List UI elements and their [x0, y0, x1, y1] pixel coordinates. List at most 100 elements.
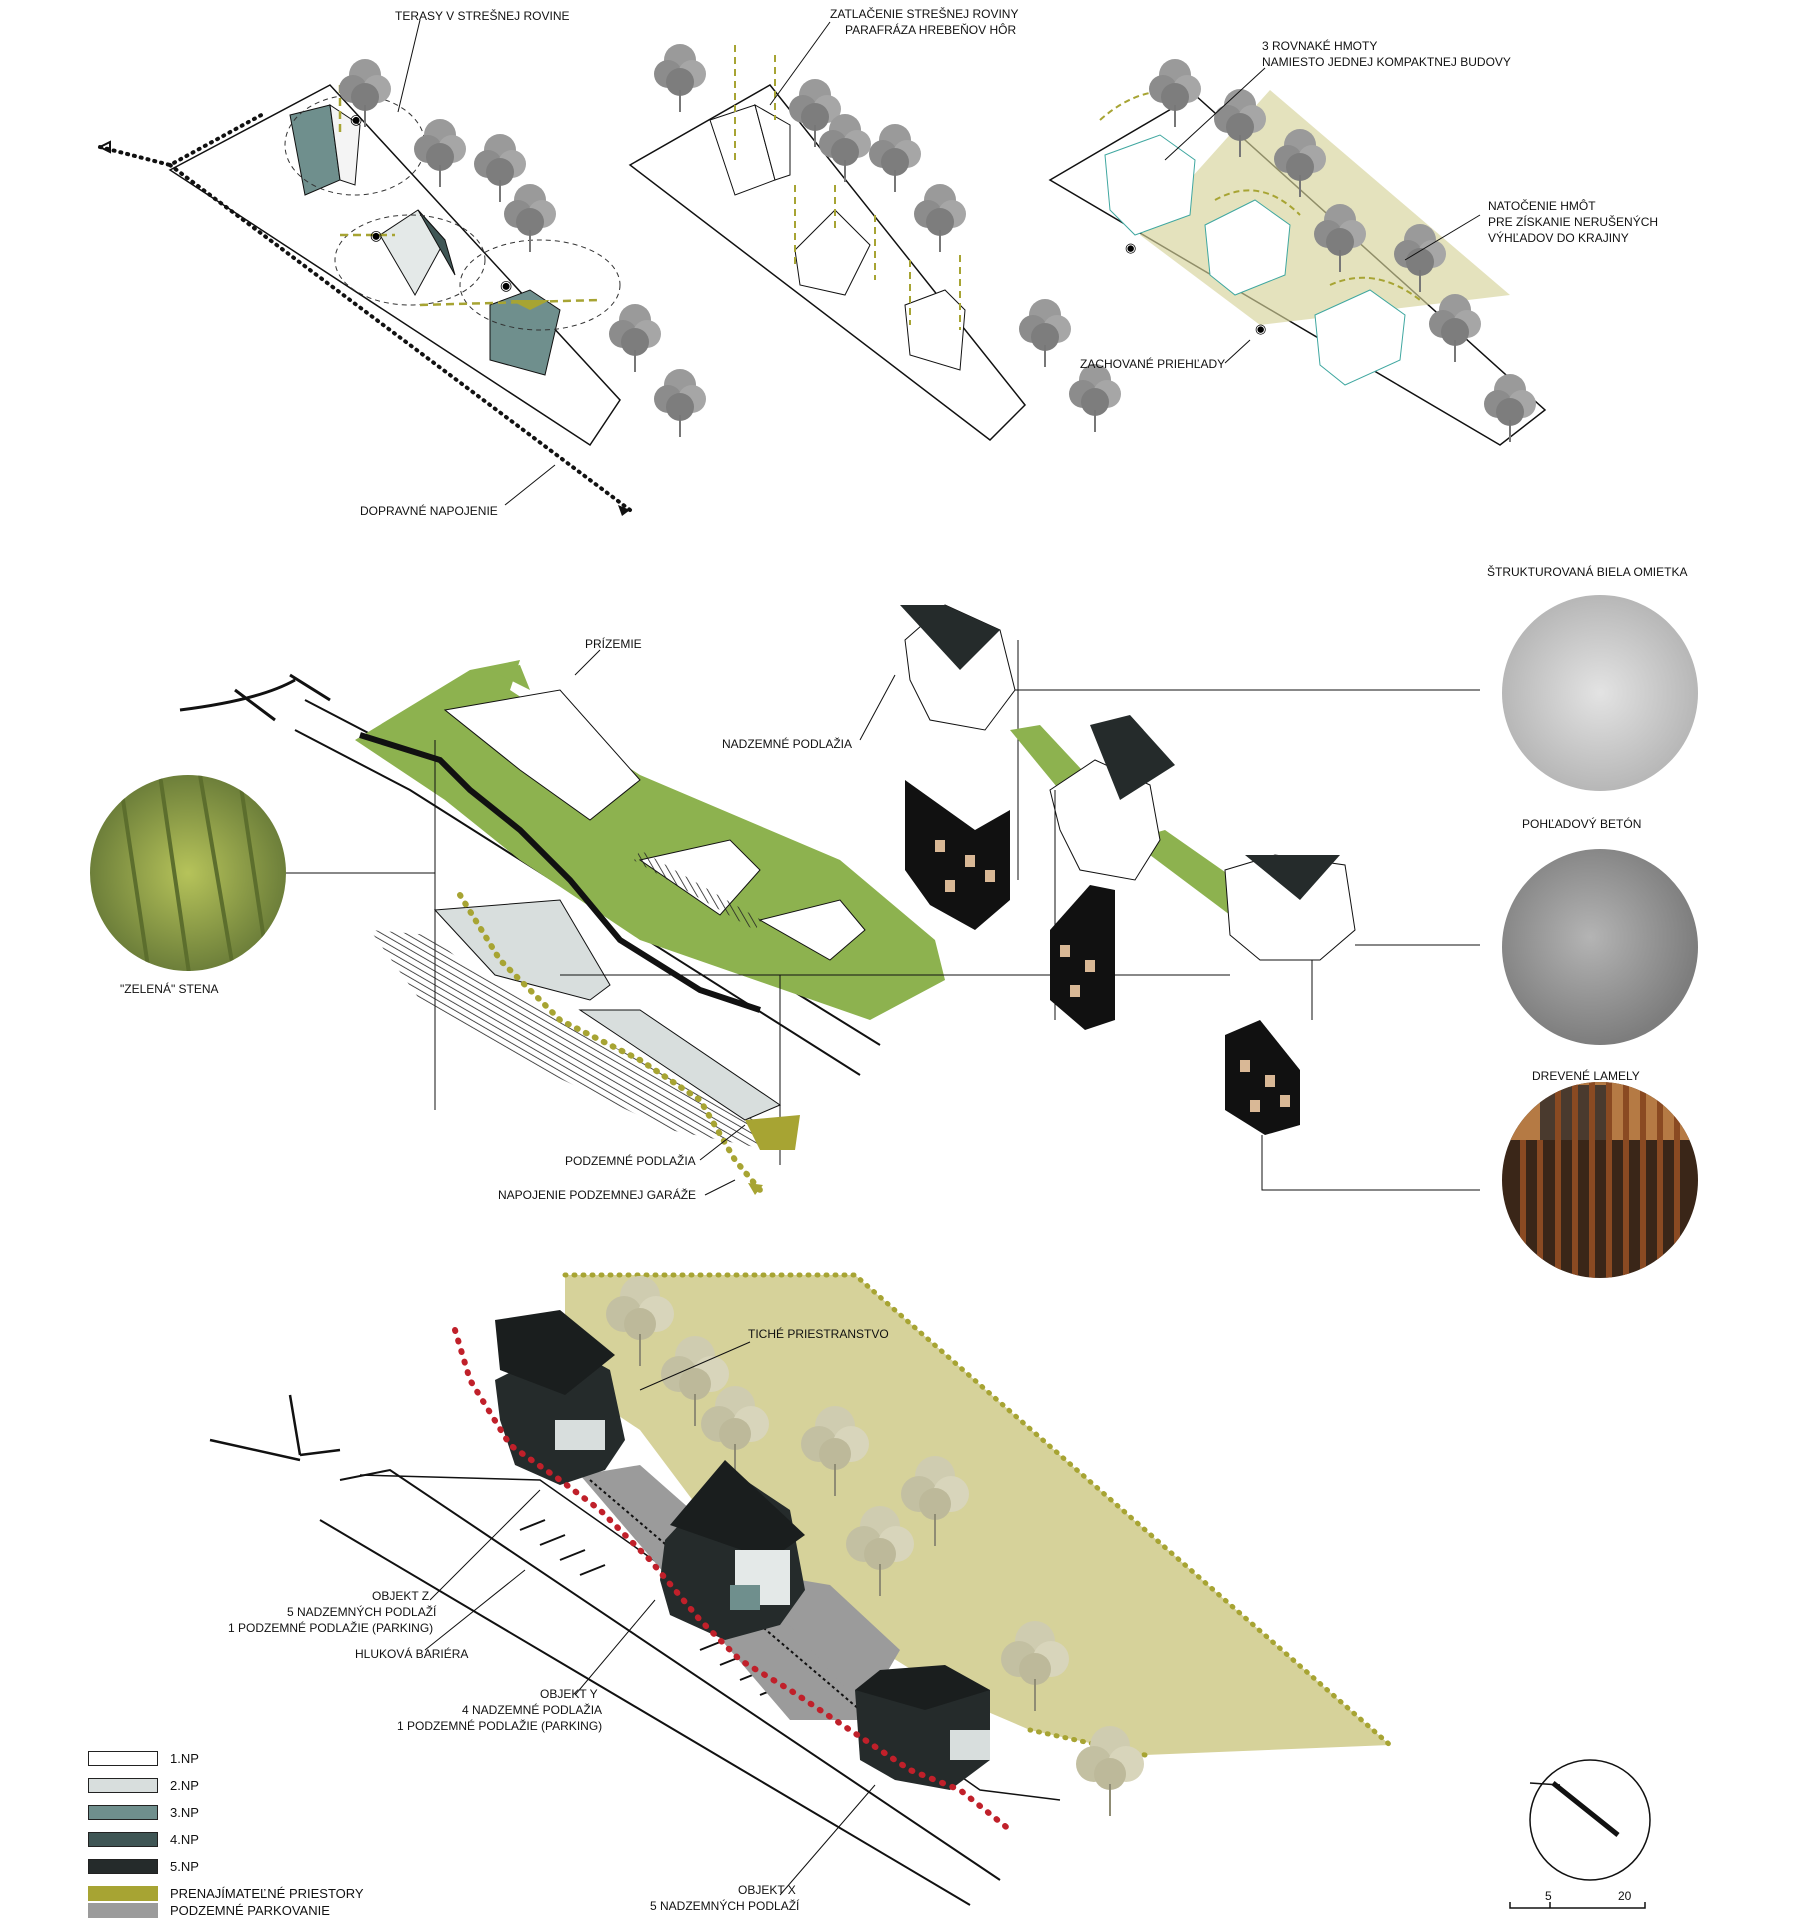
view-cone — [1140, 90, 1510, 325]
leader-line — [424, 1569, 526, 1651]
material-swatch-concrete — [1502, 849, 1698, 1045]
facade-wood — [1225, 1020, 1300, 1135]
legend-item-2np: 2.NP — [88, 1775, 199, 1795]
eye-icon: ◉ — [370, 227, 382, 243]
tree-icon — [653, 368, 707, 438]
label-object-y-parking: 1 PODZEMNÉ PODLAŽIE (PARKING) — [397, 1718, 602, 1733]
site-outline — [168, 84, 621, 447]
mass-c — [489, 289, 561, 376]
mass-a-side — [329, 103, 361, 186]
underground-shadow — [370, 930, 770, 1150]
mass-b-roof — [417, 209, 456, 276]
ground-slab — [443, 689, 641, 821]
object-x-floor — [950, 1730, 990, 1760]
leader-line — [429, 1489, 541, 1601]
mass-a-side — [754, 103, 791, 181]
noise-barrier — [589, 1479, 861, 1711]
object-y-floor — [730, 1585, 760, 1610]
legend-item-rentable: PRENAJÍMATEĽNÉ PRIESTORY — [88, 1883, 364, 1903]
label-object-z: OBJEKT Z — [372, 1589, 429, 1603]
label-roof-push-2: PARAFRÁZA HREBEŇOV HÔR — [845, 22, 1016, 37]
mass-b — [379, 209, 446, 297]
material-swatch-plaster — [1502, 595, 1698, 791]
material-label-plaster: ŠTRUKTUROVANÁ BIELA OMIETKA — [1487, 564, 1687, 579]
tree-icon — [1483, 373, 1537, 443]
wood-windows — [935, 840, 995, 892]
label-traffic: DOPRAVNÉ NAPOJENIE — [360, 503, 498, 518]
label-object-y: OBJEKT Y — [540, 1687, 598, 1701]
noise-barrier-dots — [452, 1327, 1013, 1833]
push-arrows — [734, 45, 961, 330]
tree-icon — [653, 43, 707, 113]
ground-floor-plan: PRÍZEMIE — [179, 636, 945, 1165]
material-label-concrete: POHĽADOVÝ BETÓN — [1522, 816, 1641, 831]
quiet-area-border — [562, 1272, 1393, 1748]
label-quiet: TICHÉ PRIESTRANSTVO — [748, 1326, 889, 1341]
tree-icon — [608, 303, 662, 373]
road-edge — [339, 1468, 1001, 1881]
tree-icon — [503, 183, 557, 253]
north-arrow — [1529, 1759, 1651, 1881]
label-ground: PRÍZEMIE — [585, 636, 642, 651]
leader-line — [1164, 67, 1266, 161]
legend-label: 4.NP — [170, 1831, 199, 1847]
label-masses-2: NAMIESTO JEDNEJ KOMPAKTNEJ BUDOVY — [1262, 55, 1511, 69]
legend-label: PODZEMNÉ PARKOVANIE — [170, 1902, 330, 1918]
diagram-terraces: ◉ ◉ ◉ TERASY V STREŠNEJ ROVINE DOPRAVNÉ … — [97, 8, 707, 518]
ground-slab — [638, 839, 761, 916]
label-terraces: TERASY V STREŠNEJ ROVINE — [395, 8, 570, 23]
scale-bar: 5 20 — [1509, 1889, 1646, 1909]
arrow-icon — [748, 1183, 763, 1195]
site-axonometric: TICHÉ PRIESTRANSTVO OBJEKT Z 5 NADZEMNÝC… — [209, 1272, 1393, 1913]
view-arc — [334, 214, 486, 306]
label-above: NADZEMNÉ PODLAŽIA — [722, 736, 852, 751]
house-roof — [1090, 715, 1175, 800]
green-roof — [490, 665, 530, 690]
arrow-icon — [618, 505, 630, 516]
garage-path — [457, 892, 763, 1193]
label-roof-push-1: ZATLAČENIE STREŠNEJ ROVINY — [830, 6, 1018, 21]
eye-icon: ◉ — [1125, 240, 1136, 255]
mass-b — [794, 209, 871, 296]
diagram-roof-push: ZATLAČENIE STREŠNEJ ROVINY PARAFRÁZA HRE… — [628, 6, 1072, 441]
scale-label-5: 5 — [1545, 1889, 1552, 1903]
legend-swatch — [88, 1831, 158, 1847]
eye-icon: ◉ — [500, 277, 512, 293]
label-rotation-3: VÝHĽADOV DO KRAJINY — [1488, 230, 1629, 245]
view-line — [419, 298, 601, 307]
tree-icon — [868, 123, 922, 193]
diagram-rotation: ◉ ◉ 3 ROVNAKÉ HMOTY NAMIESTO JEDNEJ KOMP… — [1048, 38, 1658, 446]
legend-swatch — [88, 1885, 158, 1901]
rotation-arrow — [1329, 276, 1421, 301]
label-rotation-1: NATOČENIE HMÔT — [1488, 198, 1596, 213]
legend-item-5np: 5.NP — [88, 1856, 199, 1876]
leader-line — [397, 19, 421, 113]
leader-line — [704, 1179, 736, 1196]
label-object-z-floors: 5 NADZEMNÝCH PODLAŽÍ — [287, 1604, 437, 1619]
eye-icon: ◉ — [1255, 321, 1266, 336]
tree-icon — [1068, 363, 1122, 433]
legend-item-4np: 4.NP — [88, 1829, 199, 1849]
material-label-wood: DREVENÉ LAMELY — [1532, 1068, 1640, 1083]
materials: ŠTRUKTUROVANÁ BIELA OMIETKA POHĽADOVÝ BE… — [1487, 564, 1698, 1278]
garage-entry — [745, 1115, 800, 1150]
glazing — [634, 849, 762, 931]
green-wall-photo: "ZELENÁ" STENA — [90, 775, 435, 996]
object-x-roof — [855, 1665, 990, 1710]
tree-icon — [1428, 293, 1482, 363]
road-edge — [294, 729, 861, 1076]
underground-slab — [578, 1009, 782, 1121]
label-views: ZACHOVANÉ PRIEHĽADY — [1080, 356, 1225, 371]
legend-label: 3.NP — [170, 1804, 199, 1820]
label-noise-barrier: HLUKOVÁ BARIÉRA — [355, 1646, 468, 1661]
quiet-area — [565, 1275, 1390, 1755]
road-edge — [319, 1519, 971, 1906]
tree-icon — [1018, 298, 1072, 368]
facade-wood — [1050, 885, 1115, 1030]
tree-icon — [913, 183, 967, 253]
legend-label: 5.NP — [170, 1858, 199, 1874]
view-arc — [459, 239, 621, 331]
leader-line — [1261, 1135, 1480, 1191]
leader-line — [574, 649, 601, 676]
